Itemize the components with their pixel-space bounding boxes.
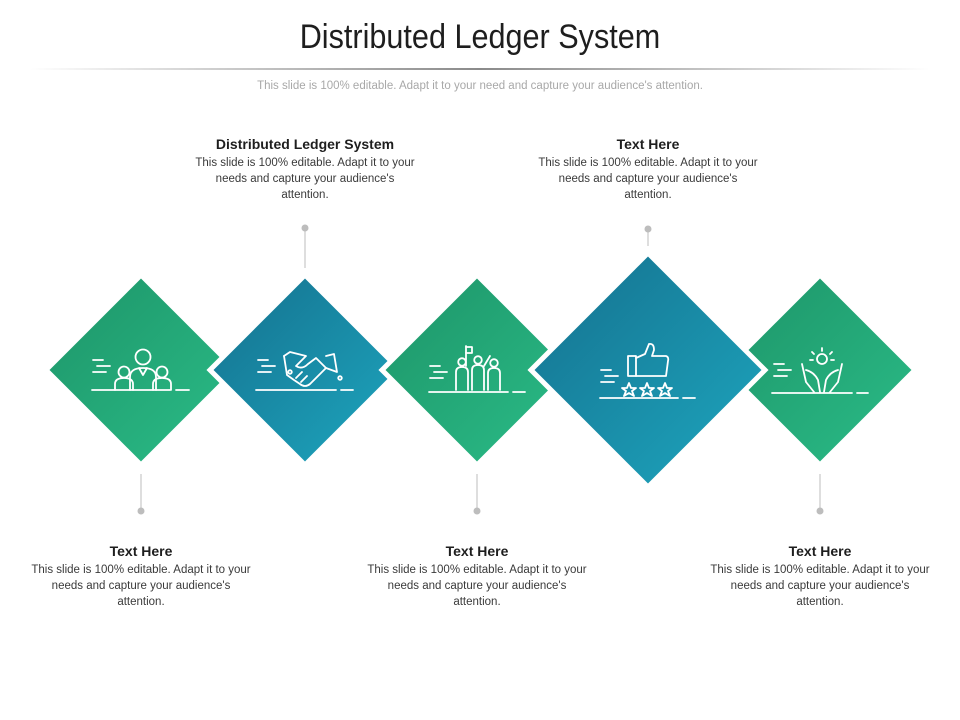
step-4-heading: Text Here (616, 136, 680, 152)
connector-4 (644, 225, 652, 246)
page-title: Distributed Ledger System (299, 18, 661, 56)
handshake-icon (255, 351, 354, 391)
step-5-body: This slide is 100% editable. Adapt it to… (710, 564, 930, 608)
step-2-diamond (206, 271, 404, 469)
step-3-text: Text Here This slide is 100% editable. A… (367, 543, 587, 610)
step-3-diamond (378, 271, 576, 469)
step-1-body: This slide is 100% editable. Adapt it to… (31, 564, 251, 608)
step-5-text: Text Here This slide is 100% editable. A… (710, 543, 930, 610)
connector-1 (137, 474, 145, 515)
connector-2 (301, 224, 309, 268)
step-2-body: This slide is 100% editable. Adapt it to… (195, 157, 415, 201)
connector-5 (816, 474, 824, 515)
thumbs-up-rating-icon (599, 342, 696, 399)
step-1-heading: Text Here (109, 543, 173, 559)
hands-idea-icon (771, 347, 869, 394)
title-divider (30, 68, 930, 70)
team-icon (91, 348, 190, 391)
step-5-heading: Text Here (788, 543, 852, 559)
step-3-body: This slide is 100% editable. Adapt it to… (367, 564, 587, 608)
step-1-text: Text Here This slide is 100% editable. A… (31, 543, 251, 610)
step-5-diamond (721, 271, 919, 469)
step-2-text: Distributed Ledger System This slide is … (195, 136, 415, 203)
step-4-body: This slide is 100% editable. Adapt it to… (538, 157, 758, 201)
step-4-diamond (527, 249, 769, 491)
page-subtitle: This slide is 100% editable. Adapt it to… (257, 80, 703, 92)
team-flag-icon (428, 345, 526, 393)
step-3-heading: Text Here (445, 543, 509, 559)
step-2-heading: Distributed Ledger System (215, 136, 395, 152)
connector-3 (473, 474, 481, 515)
step-4-text: Text Here This slide is 100% editable. A… (538, 136, 758, 203)
